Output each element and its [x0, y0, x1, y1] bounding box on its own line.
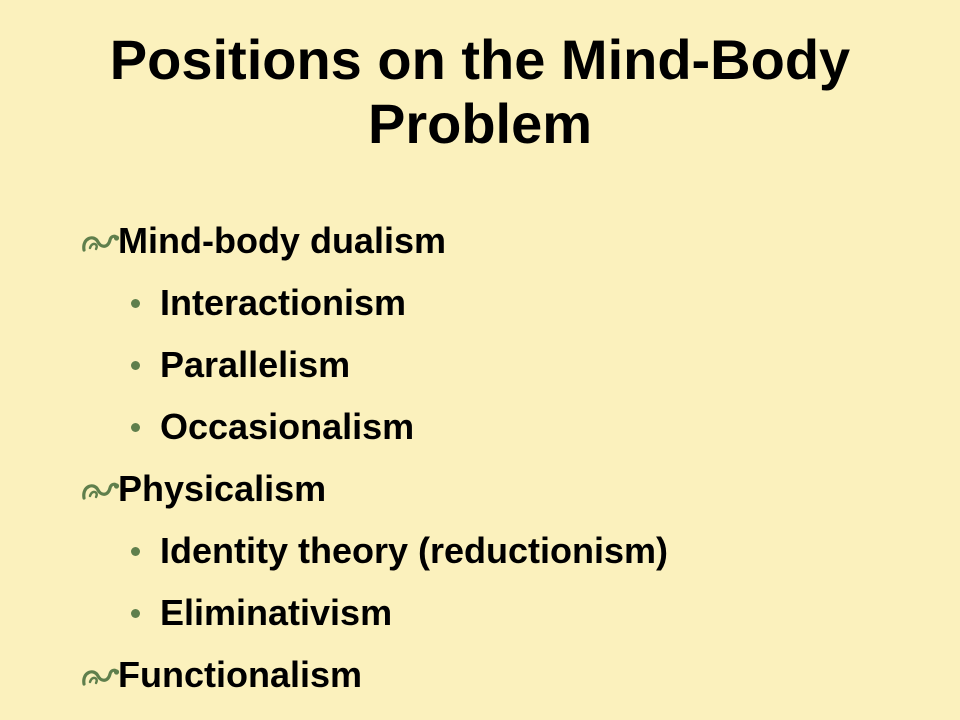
list-item: Interactionism [0, 276, 960, 338]
list-item: Mind-body dualism [0, 214, 960, 276]
list-item-text: Parallelism [160, 344, 351, 385]
curly-leaf-icon [82, 482, 120, 500]
list-item-text: Functionalism [118, 654, 363, 695]
list-item-text: Interactionism [160, 282, 407, 323]
dot-icon [131, 299, 140, 308]
dot-icon [131, 361, 140, 370]
list-item: Parallelism [0, 338, 960, 400]
list-item-text: Occasionalism [160, 406, 415, 447]
list-item: Identity theory (reductionism) [0, 524, 960, 586]
dot-icon [131, 547, 140, 556]
slide-title: Positions on the Mind-Body Problem [40, 28, 920, 156]
bullet-list: Mind-body dualism Interactionism Paralle… [0, 214, 960, 710]
list-item: Physicalism [0, 462, 960, 524]
dot-icon [131, 609, 140, 618]
slide-title-line-1: Positions on the Mind-Body [109, 28, 851, 91]
list-item-text: Mind-body dualism [118, 220, 446, 261]
list-item-text: Physicalism [118, 468, 327, 509]
curly-leaf-icon [82, 234, 120, 252]
list-item: Occasionalism [0, 400, 960, 462]
curly-leaf-icon [82, 668, 120, 686]
dot-icon [131, 423, 140, 432]
slide-title-line-2: Problem [367, 92, 593, 155]
list-item: Functionalism [0, 648, 960, 710]
list-item: Eliminativism [0, 586, 960, 648]
list-item-text: Identity theory (reductionism) [160, 530, 669, 571]
list-item-text: Eliminativism [160, 592, 393, 633]
